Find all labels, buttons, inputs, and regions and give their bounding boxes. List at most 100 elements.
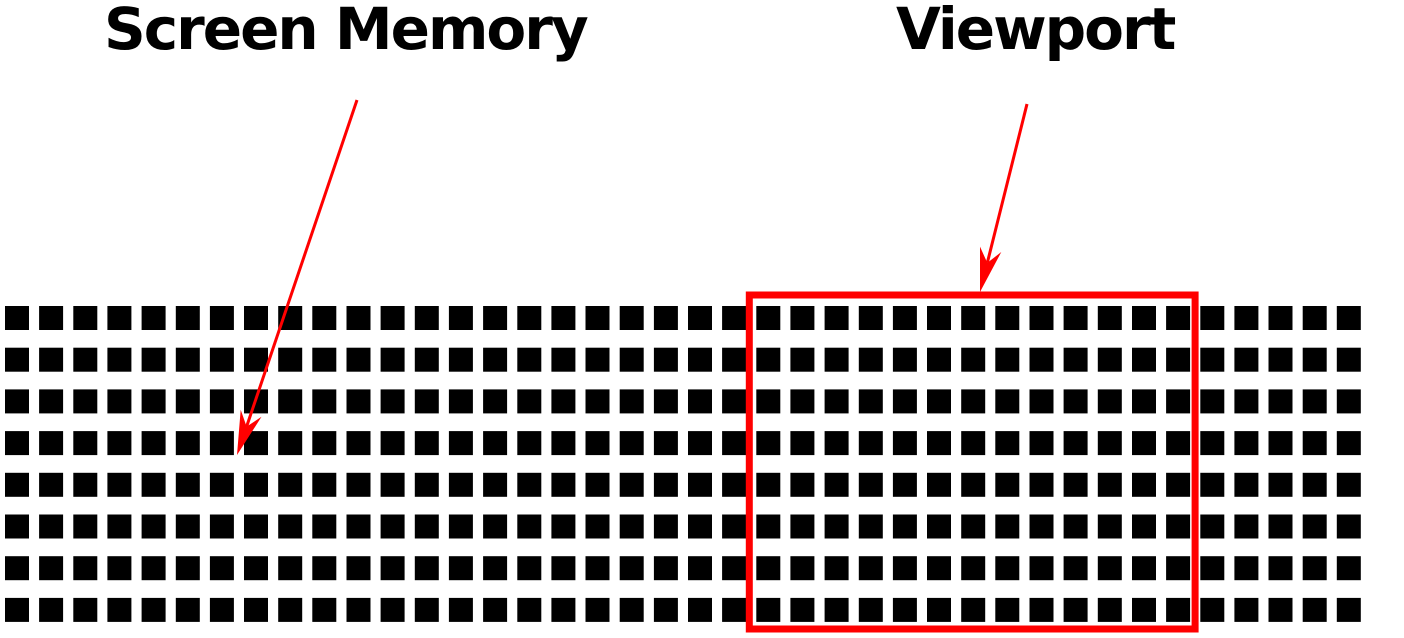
- memory-cell: [483, 431, 508, 456]
- memory-cell: [278, 556, 303, 581]
- memory-cell: [756, 347, 781, 372]
- memory-cell: [790, 556, 815, 581]
- memory-cell: [448, 472, 473, 497]
- memory-cell: [1063, 306, 1088, 330]
- memory-cell: [175, 556, 200, 581]
- memory-cell: [1063, 597, 1088, 622]
- memory-cell: [824, 514, 849, 539]
- memory-cell: [483, 347, 508, 372]
- memory-cell: [619, 389, 644, 414]
- memory-cell: [312, 389, 337, 414]
- viewport-arrow: [980, 103, 1029, 292]
- memory-cell: [380, 556, 405, 581]
- memory-cell: [1166, 514, 1191, 539]
- memory-cell: [107, 472, 132, 497]
- viewport-label: Viewport: [896, 0, 1176, 63]
- memory-cell: [1029, 556, 1054, 581]
- memory-cell: [1132, 472, 1156, 497]
- memory-cell: [39, 431, 64, 456]
- memory-cell: [1029, 389, 1054, 414]
- memory-cell: [1166, 306, 1191, 330]
- memory-cell: [961, 306, 986, 330]
- memory-cell: [551, 597, 576, 622]
- memory-cell: [1097, 597, 1122, 622]
- memory-cell: [824, 472, 849, 497]
- memory-cell: [346, 597, 371, 622]
- memory-cell: [1268, 347, 1293, 372]
- memory-cell: [688, 472, 712, 497]
- memory-cell: [995, 389, 1020, 414]
- memory-cell: [380, 347, 405, 372]
- memory-cell: [756, 306, 781, 330]
- memory-cell: [1302, 306, 1327, 330]
- memory-cell: [1200, 431, 1225, 456]
- memory-cell: [1097, 347, 1122, 372]
- memory-cell: [1302, 514, 1327, 539]
- memory-cell: [756, 556, 781, 581]
- memory-cell: [5, 389, 29, 414]
- memory-cell: [414, 306, 439, 330]
- memory-cell: [927, 472, 951, 497]
- memory-cell: [927, 556, 951, 581]
- memory-cell: [858, 389, 883, 414]
- memory-cell: [892, 389, 917, 414]
- memory-cell: [175, 431, 200, 456]
- memory-cell: [824, 597, 849, 622]
- screen-memory-label: Screen Memory: [104, 0, 589, 63]
- memory-cell: [1336, 306, 1361, 330]
- memory-cell: [653, 306, 678, 330]
- memory-cell: [1200, 306, 1225, 330]
- memory-cell: [414, 389, 439, 414]
- memory-cell: [175, 597, 200, 622]
- memory-cell: [790, 306, 815, 330]
- memory-cell: [209, 597, 234, 622]
- memory-cell: [312, 431, 337, 456]
- memory-cell: [1132, 556, 1156, 581]
- memory-cell: [1336, 347, 1361, 372]
- memory-cell: [1132, 514, 1156, 539]
- memory-cell: [448, 389, 473, 414]
- memory-cell: [619, 597, 644, 622]
- memory-cell: [1132, 389, 1156, 414]
- memory-cell: [585, 347, 610, 372]
- memory-cell: [1200, 556, 1225, 581]
- memory-cell: [585, 472, 610, 497]
- memory-cell: [1336, 597, 1361, 622]
- memory-cell: [1268, 431, 1293, 456]
- memory-cell: [585, 389, 610, 414]
- memory-cell: [5, 597, 29, 622]
- memory-cell: [1132, 597, 1156, 622]
- memory-cell: [107, 514, 132, 539]
- memory-cell: [1302, 472, 1327, 497]
- memory-cell: [1234, 514, 1259, 539]
- memory-cell: [790, 597, 815, 622]
- memory-cell: [995, 347, 1020, 372]
- memory-cell: [39, 556, 64, 581]
- memory-cell: [1336, 389, 1361, 414]
- memory-cell: [73, 389, 98, 414]
- memory-cell: [448, 431, 473, 456]
- memory-cell: [961, 431, 986, 456]
- memory-cell: [380, 431, 405, 456]
- memory-cell: [858, 472, 883, 497]
- memory-cell: [790, 347, 815, 372]
- memory-cell: [1200, 597, 1225, 622]
- memory-cell: [551, 472, 576, 497]
- arrows: [237, 99, 1029, 455]
- memory-cell: [722, 431, 747, 456]
- memory-cell: [1132, 431, 1156, 456]
- memory-cell: [653, 597, 678, 622]
- memory-cell: [39, 389, 64, 414]
- memory-cell: [619, 431, 644, 456]
- memory-cell: [517, 431, 542, 456]
- memory-cell: [107, 306, 132, 330]
- memory-cell: [483, 306, 508, 330]
- memory-cell: [39, 306, 64, 330]
- memory-cell: [346, 389, 371, 414]
- memory-cell: [1166, 431, 1191, 456]
- memory-cell: [1132, 306, 1156, 330]
- memory-cell: [517, 556, 542, 581]
- memory-cell: [653, 347, 678, 372]
- memory-cell: [278, 472, 303, 497]
- memory-cell: [39, 347, 64, 372]
